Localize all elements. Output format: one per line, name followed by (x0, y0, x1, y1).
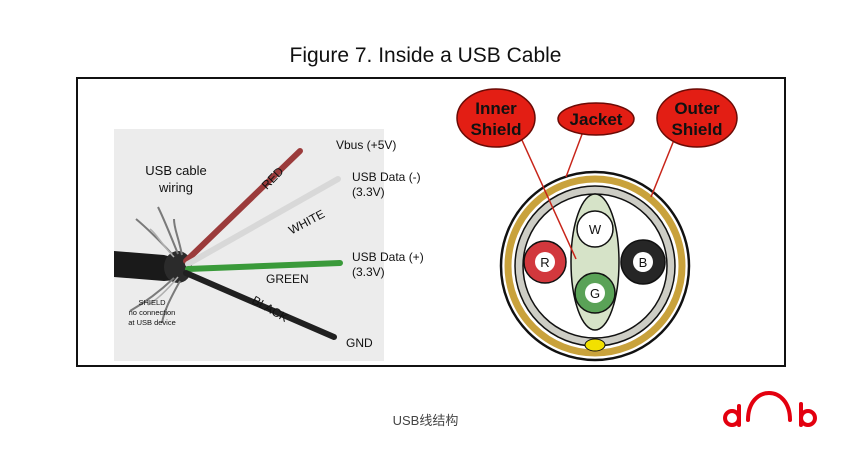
jacket-callout-label: Jacket (570, 110, 623, 129)
shield-note-line2: no connection (129, 308, 176, 317)
black-conductor-core (633, 252, 653, 272)
pin-label-data-minus: USB Data (-) (352, 170, 421, 184)
pin-label-data-plus: USB Data (+) (352, 250, 424, 264)
red-conductor-core (535, 252, 555, 272)
outer-shield-callout-line1: Outer (674, 99, 720, 118)
outer-shield-ring (504, 175, 686, 357)
pin-labels: Vbus (+5V) USB Data (-) (3.3V) USB Data … (336, 138, 424, 350)
cable-cross-section: W R G B Inner Shield Jacket Outer Shield (456, 88, 738, 362)
green-conductor-label: G (590, 286, 600, 301)
shield-note-line3: at USB device (128, 318, 176, 327)
drain-wire (584, 338, 606, 352)
white-conductor-label: W (589, 222, 602, 237)
red-conductor-label: R (540, 255, 549, 270)
cable-photo: RED WHITE GREEN BLACK USB cable wiring S… (114, 129, 384, 361)
figure-frame: RED WHITE GREEN BLACK USB cable wiring S… (76, 77, 786, 367)
braided-shield-highlight (147, 228, 179, 306)
pin-label-gnd: GND (346, 336, 373, 350)
red-wire (183, 148, 303, 264)
figure-illustration: RED WHITE GREEN BLACK USB cable wiring S… (114, 88, 738, 362)
inner-shield-callout-line2: Shield (470, 120, 521, 139)
jacket-callout (557, 102, 635, 136)
figure-title: Figure 7. Inside a USB Cable (289, 44, 562, 67)
green-wire-label: GREEN (266, 272, 309, 286)
photo-background (114, 129, 384, 361)
green-wire (185, 260, 343, 272)
outer-shield-callout (656, 88, 738, 148)
white-conductor (576, 210, 614, 248)
white-wire (185, 176, 341, 267)
jacket-pointer (565, 128, 585, 178)
wiring-heading-line2: wiring (158, 180, 193, 195)
pin-label-vbus: Vbus (+5V) (336, 138, 396, 152)
brand-logo-icon (723, 391, 817, 427)
black-wire (183, 270, 337, 340)
pin-label-data-minus-voltage: (3.3V) (352, 185, 385, 199)
inner-shield-pointer (515, 126, 577, 260)
outer-shield-pointer (650, 134, 677, 198)
wiring-heading-line1: USB cable (145, 163, 206, 178)
inner-shield-callout-line1: Inner (475, 99, 517, 118)
inner-shield-callout (456, 88, 536, 148)
shield-note-line1: SHIELD (138, 298, 166, 307)
braided-shield (129, 206, 183, 324)
outer-shield-callout-line2: Shield (671, 120, 722, 139)
figure-caption: USB线结构 (392, 413, 459, 428)
black-conductor-label: B (639, 255, 648, 270)
green-conductor-core (585, 283, 605, 303)
pin-label-data-plus-voltage: (3.3V) (352, 265, 385, 279)
